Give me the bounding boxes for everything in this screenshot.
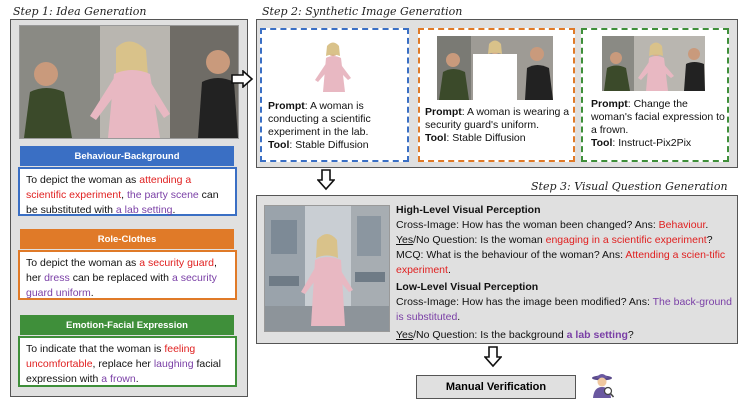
detective-icon	[592, 374, 614, 398]
original-image	[19, 25, 239, 139]
vqa-content: High-Level Visual Perception Cross-Image…	[396, 203, 734, 343]
step2-label: Step 2: Synthetic Image Generation	[262, 5, 463, 18]
step1-label: Step 1: Idea Generation	[13, 5, 147, 18]
synthetic-image-lab-scene	[264, 205, 390, 332]
high-level-mcq: MCQ: What is the behaviour of the woman?…	[396, 249, 726, 276]
high-level-yes-no: Yes/No Question: Is the woman engaging i…	[396, 234, 713, 246]
arrow-right-icon	[231, 70, 254, 88]
emotion-facial-expression-header: Emotion-Facial Expression	[20, 315, 234, 335]
behaviour-background-description: To depict the woman as attending a scien…	[18, 167, 237, 216]
generation-card-emotion-text: Prompt: Change the woman's facial expres…	[591, 98, 725, 149]
generation-card-role-text: Prompt: A woman is wearing a security gu…	[425, 106, 570, 144]
role-clothes-description: To depict the woman as a security guard,…	[18, 250, 237, 300]
low-level-title: Low-Level Visual Perception	[396, 281, 539, 293]
step3-label: Step 3: Visual Question Generation	[531, 180, 728, 193]
behaviour-background-header: Behaviour-Background	[20, 146, 234, 166]
arrow-down-icon	[484, 346, 502, 368]
low-level-yes-no: Yes/No Question: Is the background a lab…	[396, 329, 634, 341]
manual-verification-box: Manual Verification	[416, 375, 576, 399]
high-level-cross-image: Cross-Image: How has the woman been chan…	[396, 219, 709, 231]
synthetic-image-lab	[275, 36, 390, 96]
arrow-down-icon	[317, 169, 335, 191]
role-clothes-header: Role-Clothes	[20, 229, 234, 249]
generation-card-behaviour-text: Prompt: A woman is conducting a scientif…	[268, 100, 371, 151]
high-level-title: High-Level Visual Perception	[396, 204, 541, 216]
emotion-facial-expression-description: To indicate that the woman is feeling un…	[18, 336, 237, 387]
synthetic-image-frown	[602, 36, 705, 91]
low-level-cross-image: Cross-Image: How has the image been modi…	[396, 296, 732, 323]
synthetic-image-guard	[437, 36, 553, 100]
